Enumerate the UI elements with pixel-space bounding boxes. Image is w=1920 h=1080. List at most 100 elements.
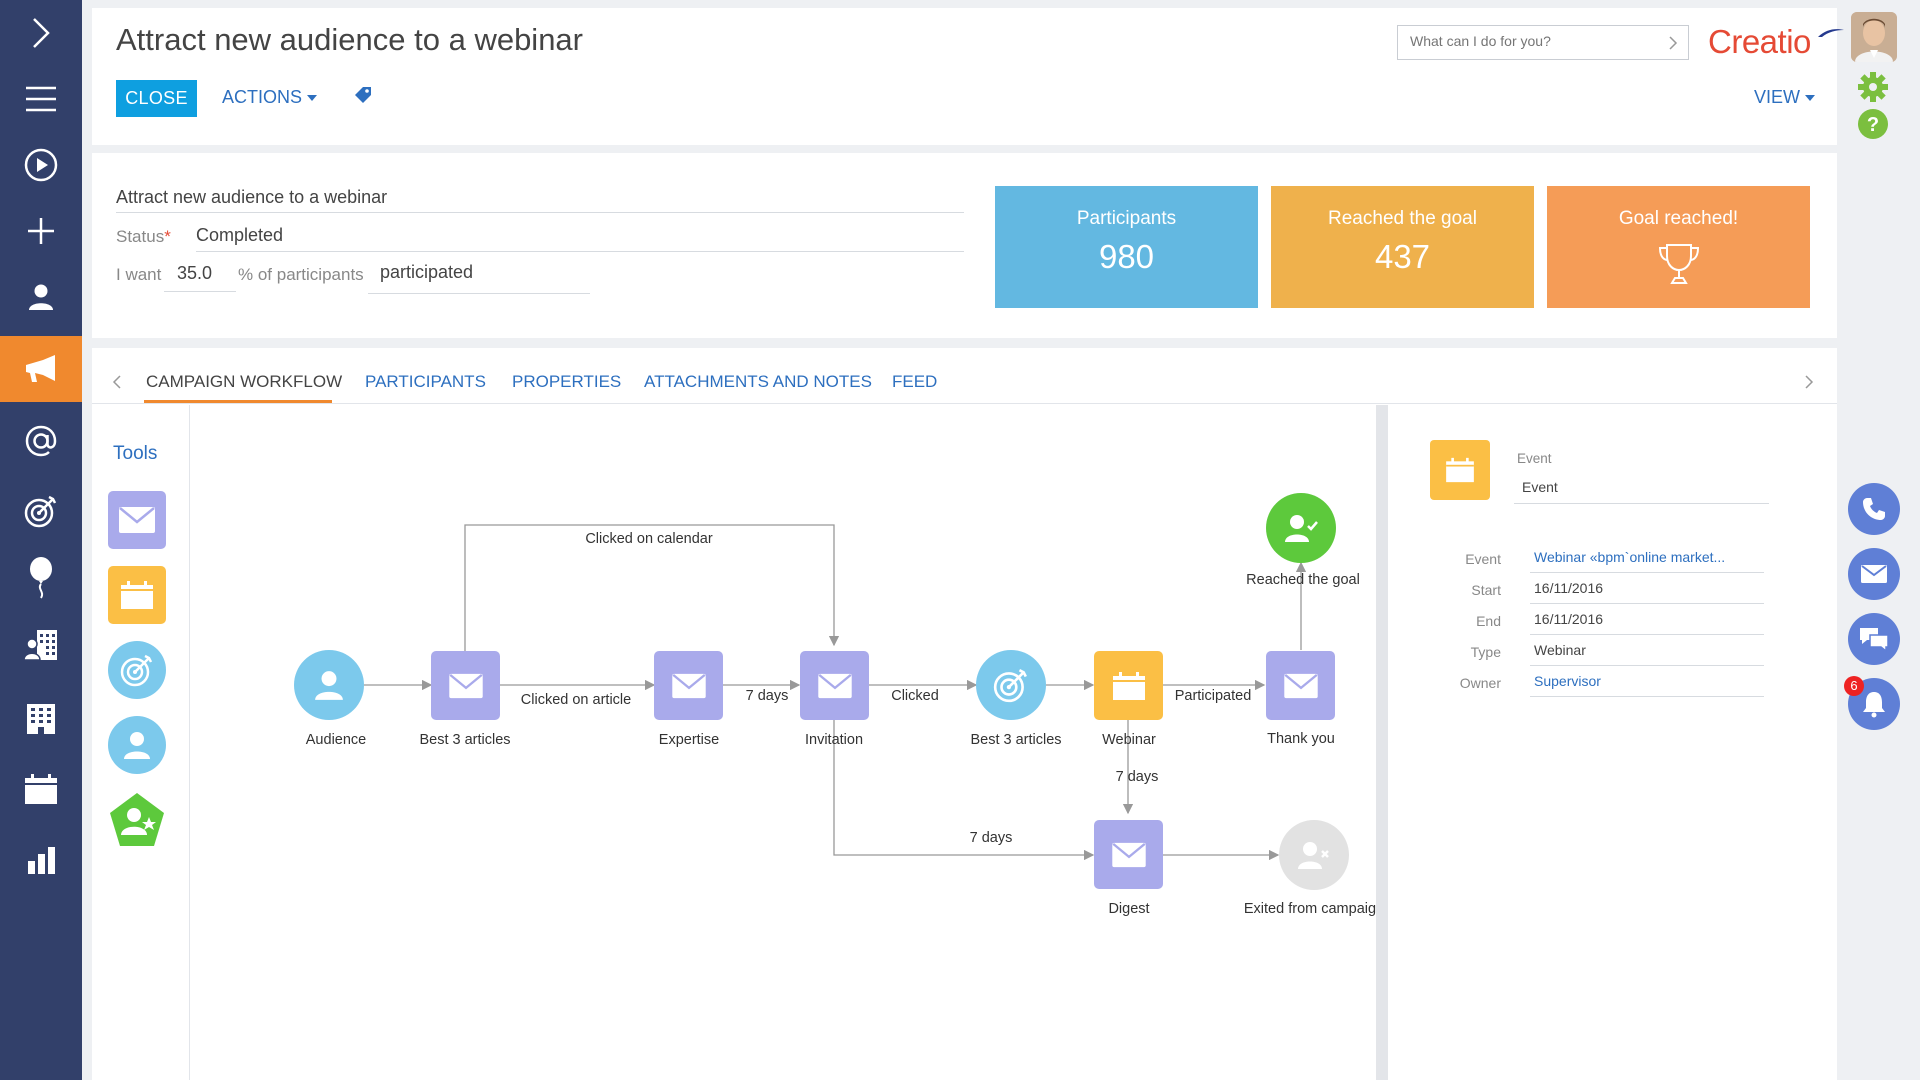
person-remove-icon [1298,842,1329,869]
edge-label: 7 days [745,688,789,704]
brand-name: Creatio [1708,23,1811,60]
email-icon [1111,842,1146,867]
hamburger-icon [26,86,56,112]
chevron-left-icon[interactable] [112,374,122,390]
logo-swoosh-icon [1818,29,1844,37]
campaign-name-field[interactable]: Attract new audience to a webinar [116,187,388,207]
tool-event[interactable] [108,566,166,624]
close-button[interactable]: CLOSE [116,80,197,117]
tool-email[interactable] [108,491,166,549]
tab-attachments-and-notes[interactable]: ATTACHMENTS AND NOTES [644,372,872,391]
workflow-node-goal[interactable] [976,650,1046,720]
status-field[interactable]: Completed [196,225,284,245]
type-field[interactable]: Webinar [1534,642,1586,658]
contacts-button[interactable] [0,264,82,330]
trophy-icon [1658,244,1699,284]
brand-logo: Creatio [1708,23,1844,61]
workflow-connectors [364,524,1307,861]
kpi-participants: Participants 980 [995,186,1258,308]
workflow-node-email[interactable] [1266,651,1335,720]
actions-button[interactable]: ACTIONS [222,87,318,108]
expand-sidebar-button[interactable] [0,0,82,66]
workflow-node-email[interactable] [1094,820,1163,889]
node-label: Thank you [1267,731,1335,747]
tool-audience[interactable] [108,716,166,774]
documents-button[interactable] [0,686,82,752]
node-label: Webinar [1102,732,1156,748]
element-properties: Event Event Event Webinar «bpm`online ma… [1388,405,1837,1080]
tag-button[interactable] [354,86,372,109]
tab-feed[interactable]: FEED [892,372,938,391]
chevron-right-icon [33,18,50,48]
campaign-summary: Attract new audience to a webinar Status… [92,153,1837,338]
divider [164,291,236,292]
target-icon [24,495,57,528]
process-button[interactable] [0,132,82,198]
node-label: Exited from campaign [1243,901,1385,917]
chevron-right-icon[interactable] [1804,374,1814,390]
person-icon [29,284,53,310]
edge-label: Clicked [891,688,939,704]
view-button[interactable]: VIEW [1754,87,1816,108]
menu-button[interactable] [0,66,82,132]
kpi-label: Reached the goal [1328,208,1477,229]
email-panel-button[interactable] [1848,548,1900,600]
panel-splitter[interactable] [1376,405,1388,1080]
email-section-button[interactable] [0,408,82,474]
caret-down-icon [1805,95,1816,102]
accounts-button[interactable] [0,612,82,678]
email-icon [817,673,852,698]
divider [116,212,964,213]
command-search[interactable] [1397,25,1689,60]
chevron-right-icon[interactable] [1668,35,1678,51]
email-icon [119,507,155,533]
help-button[interactable]: ? [1857,108,1889,145]
node-label: Expertise [658,732,720,748]
percent-suffix: % of participants [238,265,364,284]
help-icon: ? [1858,109,1888,139]
workflow-node-email[interactable] [431,651,500,720]
calendar-button[interactable] [0,756,82,822]
divider [1530,603,1764,604]
add-button[interactable] [0,198,82,264]
divider [196,251,964,252]
workflow-node-event[interactable] [1094,651,1163,720]
percent-field[interactable]: 35.0 [177,263,213,283]
workflow-node-reached-goal[interactable] [1266,493,1336,563]
tab-properties[interactable]: PROPERTIES [512,372,622,391]
goal-field[interactable]: participated [380,262,474,282]
goals-button[interactable] [0,478,82,544]
tab-participants[interactable]: PARTICIPANTS [365,372,486,391]
campaigns-button[interactable] [0,336,82,402]
element-name-field[interactable]: Event [1522,479,1558,495]
tab-campaign-workflow[interactable]: CAMPAIGN WORKFLOW [146,372,343,391]
divider [1530,634,1764,635]
analytics-button[interactable] [0,827,82,893]
calendar-icon [121,581,153,609]
workflow-canvas[interactable]: Audience Best 3 articles Expertise Invit… [191,405,1385,1080]
notification-count-badge: 6 [1844,676,1864,696]
workflow-node-email[interactable] [800,651,869,720]
workflow-node-email[interactable] [654,651,723,720]
end-date-field[interactable]: 16/11/2016 [1534,611,1604,627]
workflow-node-exit[interactable] [1279,820,1349,890]
play-icon [24,148,58,182]
owner-link[interactable]: Supervisor [1534,673,1601,689]
events-button[interactable] [0,545,82,611]
start-date-field[interactable]: 16/11/2016 [1534,580,1604,596]
tool-goal[interactable] [108,641,166,699]
notifications-button[interactable] [1848,678,1900,730]
chat-button[interactable] [1848,613,1900,665]
kpi-label: Participants [1076,208,1177,229]
i-want-label: I want [116,265,162,284]
kpi-value: 980 [1098,238,1155,275]
event-link[interactable]: Webinar «bpm`online market... [1534,549,1726,565]
search-input[interactable] [1410,33,1650,49]
avatar[interactable] [1851,12,1897,62]
workflow-node-audience[interactable] [294,650,364,720]
phone-icon [1863,498,1885,520]
tool-exit-goal[interactable] [108,791,166,849]
settings-button[interactable] [1857,71,1889,108]
phone-button[interactable] [1848,483,1900,535]
node-label: Digest [1108,901,1150,917]
